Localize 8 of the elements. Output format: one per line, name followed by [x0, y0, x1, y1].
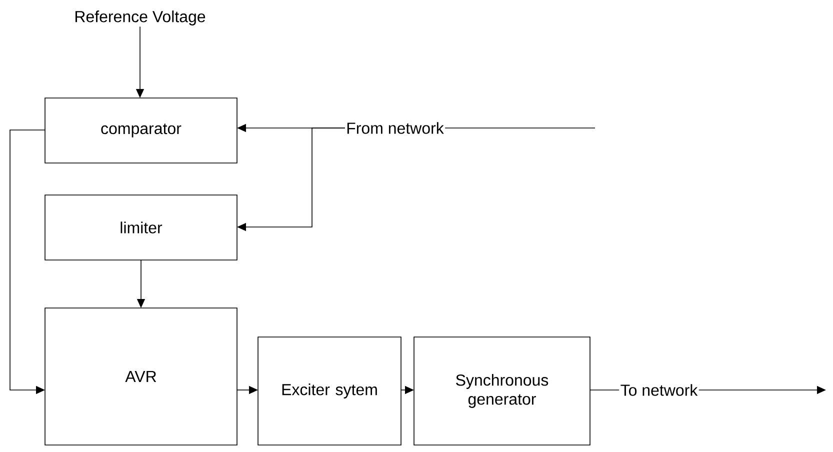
- process-box: Synchronous generator: [414, 336, 590, 446]
- signal-label: To network: [620, 384, 698, 396]
- signal-label: Reference Voltage: [76, 10, 206, 26]
- signal-label: From network: [347, 122, 444, 134]
- process-box: AVR: [44, 308, 238, 446]
- process-box: limiter: [44, 194, 238, 260]
- process-box: Exciter sytem: [258, 336, 402, 446]
- process-box: comparator: [44, 98, 238, 164]
